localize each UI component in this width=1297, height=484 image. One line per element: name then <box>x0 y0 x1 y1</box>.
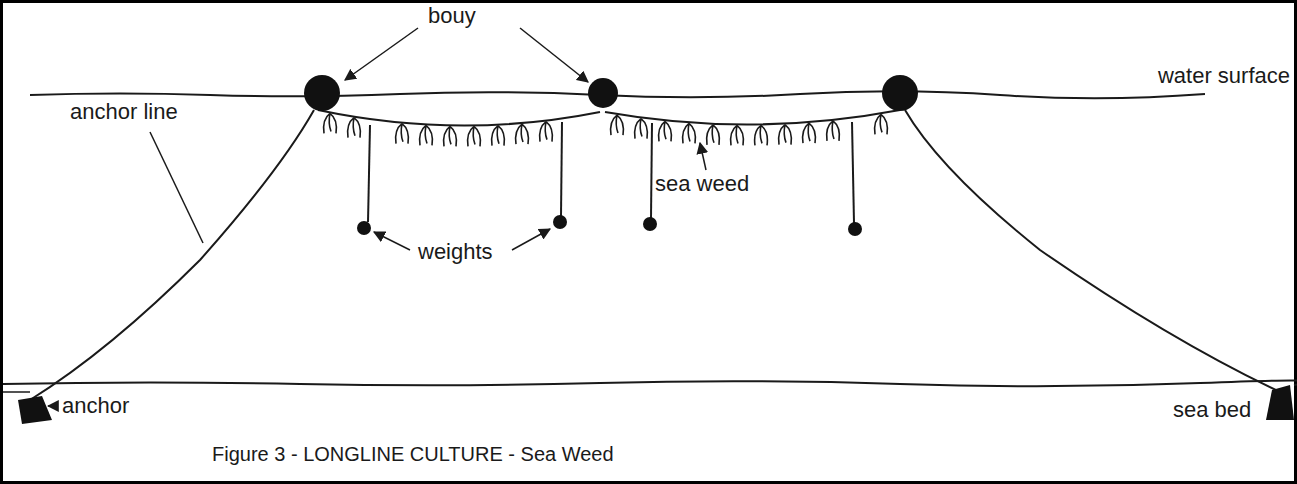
longline <box>318 110 600 126</box>
seaweed <box>516 124 529 144</box>
seaweed <box>803 123 816 143</box>
leader-line <box>150 132 203 243</box>
part-label: anchor <box>62 394 129 418</box>
leader-line <box>48 405 58 407</box>
anchor <box>1266 385 1294 420</box>
seaweed <box>635 119 648 139</box>
weight <box>553 215 567 229</box>
leader-line <box>512 229 550 250</box>
weight-line <box>561 122 562 216</box>
anchor-line <box>30 110 314 400</box>
seaweed <box>492 126 505 146</box>
seaweed <box>779 125 792 145</box>
buoy <box>882 75 918 111</box>
weight <box>848 222 862 236</box>
anchor <box>18 396 52 424</box>
seaweed <box>683 123 696 143</box>
sea-bed-line <box>3 380 1297 386</box>
weight-line <box>852 122 854 223</box>
seaweed <box>827 121 840 141</box>
seaweed <box>468 126 481 146</box>
leader-line <box>345 28 418 80</box>
seaweed <box>659 121 672 141</box>
part-label: weights <box>418 240 493 264</box>
seaweed <box>755 125 768 145</box>
weight-line <box>651 123 652 218</box>
leader-line <box>520 28 588 82</box>
seaweed <box>611 115 624 135</box>
weight <box>643 217 657 231</box>
figure-caption: Figure 3 - LONGLINE CULTURE - Sea Weed <box>212 443 614 465</box>
longline <box>605 110 900 125</box>
leader-line <box>700 143 706 170</box>
seaweed <box>731 125 744 145</box>
seaweed <box>348 118 361 138</box>
seaweed <box>396 124 409 144</box>
part-label: sea weed <box>655 172 749 196</box>
seaweed <box>540 122 553 142</box>
sea-bed-line <box>3 391 30 393</box>
weight-line <box>368 125 370 222</box>
seaweed <box>707 125 720 145</box>
buoy <box>588 78 618 108</box>
part-label: water surface <box>1158 64 1290 88</box>
seaweed <box>324 113 337 133</box>
part-label: bouy <box>428 4 476 28</box>
seaweed <box>444 126 457 146</box>
seaweed <box>420 125 433 145</box>
seaweed <box>875 114 888 134</box>
leader-line <box>374 232 410 250</box>
part-label: sea bed <box>1173 398 1251 422</box>
buoy <box>304 75 340 111</box>
anchor-line <box>905 110 1280 392</box>
weight <box>357 221 371 235</box>
seaweed-tufts <box>324 113 888 146</box>
part-label: anchor line <box>70 100 178 124</box>
